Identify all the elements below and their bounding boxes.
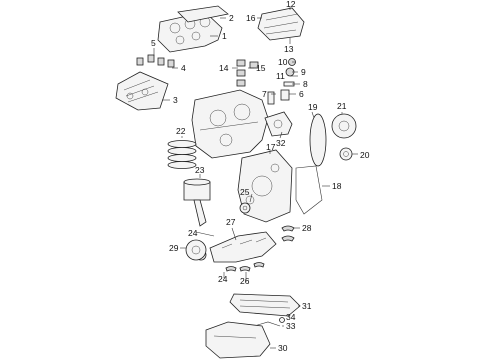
callout-4: 4 xyxy=(181,63,186,73)
head-gasket[interactable] xyxy=(177,5,229,23)
cover-gasket[interactable] xyxy=(295,165,323,215)
callout-16: 16 xyxy=(246,13,256,23)
callout-3: 3 xyxy=(173,95,178,105)
callout-25: 25 xyxy=(240,187,250,197)
callout-14: 14 xyxy=(219,63,229,73)
callout-27: 27 xyxy=(226,217,236,227)
oil-pan[interactable] xyxy=(205,321,271,359)
rocker-arm-group[interactable] xyxy=(236,59,259,87)
crank-pulley[interactable] xyxy=(331,113,357,139)
callout-labels: 1 2 3 4 5 6 7 8 9 10 11 12 13 14 15 16 1… xyxy=(151,0,370,353)
callout-9: 9 xyxy=(301,67,306,77)
front-seal[interactable] xyxy=(239,202,251,214)
callout-24b: 24 xyxy=(218,274,228,284)
callout-12: 12 xyxy=(286,0,296,9)
engine-block[interactable] xyxy=(191,89,269,159)
callout-6: 6 xyxy=(299,89,304,99)
callout-29: 29 xyxy=(169,243,179,253)
callout-2: 2 xyxy=(229,13,234,23)
callout-23: 23 xyxy=(195,165,205,175)
callout-18: 18 xyxy=(332,181,342,191)
harmonic-balancer[interactable] xyxy=(185,239,207,261)
callout-10: 10 xyxy=(278,57,288,67)
crankshaft[interactable] xyxy=(195,231,277,263)
valve-spring-group[interactable] xyxy=(136,54,175,68)
callout-15: 15 xyxy=(256,63,266,73)
callout-28: 28 xyxy=(302,223,312,233)
fastener-group[interactable] xyxy=(267,58,296,105)
callout-1: 1 xyxy=(222,31,227,41)
piston-rod[interactable] xyxy=(183,178,211,227)
callout-5: 5 xyxy=(151,38,156,48)
timing-chain[interactable] xyxy=(309,113,327,167)
valve-cover[interactable] xyxy=(115,71,169,111)
intake-manifold[interactable] xyxy=(257,7,305,41)
callout-26: 26 xyxy=(240,276,250,286)
callout-32: 32 xyxy=(276,138,286,148)
callout-19: 19 xyxy=(308,102,318,112)
piston-rings[interactable] xyxy=(167,140,197,169)
leader-lines xyxy=(153,6,358,349)
callout-24a: 24 xyxy=(188,228,198,238)
tensioner[interactable] xyxy=(339,147,353,161)
callout-8: 8 xyxy=(303,79,308,89)
timing-cover[interactable] xyxy=(237,149,293,223)
callout-17: 17 xyxy=(266,142,276,152)
callout-22: 22 xyxy=(176,126,186,136)
windage-tray[interactable] xyxy=(229,293,301,317)
callout-34: 34 xyxy=(286,312,296,322)
oil-pickup-tube[interactable] xyxy=(253,317,285,327)
callout-7: 7 xyxy=(262,89,267,99)
main-bearings[interactable] xyxy=(281,225,295,242)
callout-21: 21 xyxy=(337,101,347,111)
callout-31: 31 xyxy=(302,301,312,311)
callout-20: 20 xyxy=(360,150,370,160)
callout-33: 33 xyxy=(286,321,296,331)
callout-11: 11 xyxy=(276,71,285,81)
callout-30: 30 xyxy=(278,343,288,353)
callout-13: 13 xyxy=(284,44,294,54)
water-pump[interactable] xyxy=(264,111,293,137)
rod-bearings[interactable] xyxy=(225,262,265,272)
